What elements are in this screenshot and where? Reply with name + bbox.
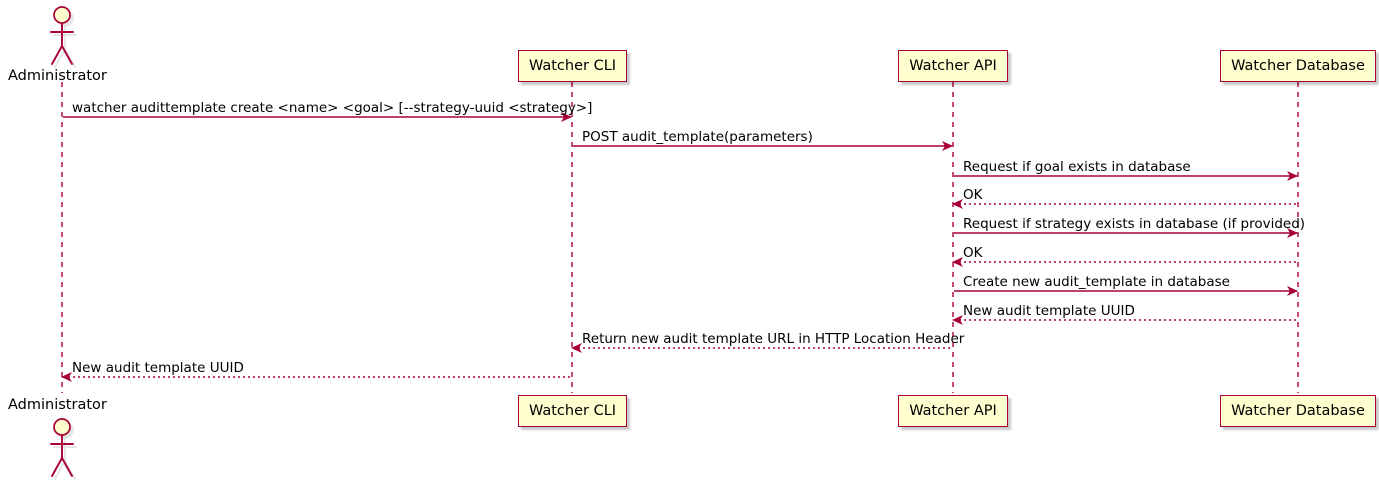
actor-figure-bottom <box>50 418 77 480</box>
actor-figure-top <box>50 6 77 68</box>
participant-box-cli-bottom[interactable]: Watcher CLI <box>518 395 627 427</box>
message-label-5: OK <box>963 245 983 261</box>
participant-box-api-bottom[interactable]: Watcher API <box>898 395 1008 427</box>
message-label-7: New audit template UUID <box>963 303 1135 319</box>
message-label-1: POST audit_template(parameters) <box>582 129 813 145</box>
message-label-6: Create new audit_template in database <box>963 274 1230 290</box>
message-label-2: Request if goal exists in database <box>963 159 1191 175</box>
actor-label-administrator-bottom: Administrator <box>8 397 107 413</box>
message-label-3: OK <box>963 187 983 203</box>
participant-box-db-bottom[interactable]: Watcher Database <box>1220 395 1376 427</box>
actor-label-administrator-top: Administrator <box>8 68 107 84</box>
message-label-4: Request if strategy exists in database (… <box>963 216 1306 232</box>
message-label-9: New audit template UUID <box>72 360 244 376</box>
message-label-0: watcher audittemplate create <name> <goa… <box>72 100 593 116</box>
participant-box-db-top[interactable]: Watcher Database <box>1220 50 1376 82</box>
message-label-8: Return new audit template URL in HTTP Lo… <box>582 331 965 347</box>
participant-box-cli-top[interactable]: Watcher CLI <box>518 50 627 82</box>
participant-box-api-top[interactable]: Watcher API <box>898 50 1008 82</box>
